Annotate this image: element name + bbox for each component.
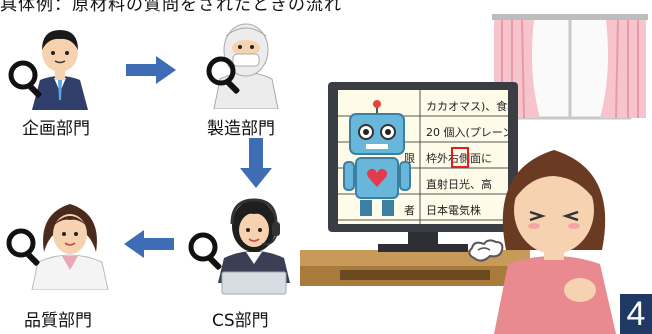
tv-stand: [300, 250, 530, 286]
window-icon: [492, 14, 648, 120]
arrow-right-icon: [126, 56, 176, 84]
slide-title: 具体例：原材料の質問をされたときの流れ: [0, 0, 342, 12]
highlight-box: [451, 147, 469, 168]
arrow-down-icon: [240, 138, 272, 188]
magnifier-icon: [8, 60, 42, 98]
doc-row-3-left: 限: [404, 152, 415, 165]
cs-dept-label: CS部門: [212, 311, 269, 331]
doc-row-4-right: 直射日光、高: [426, 178, 492, 191]
doc-row-3-right: 枠外右側面に: [426, 152, 492, 165]
doc-row-1-right: カカオマス)、食塩: [426, 100, 508, 113]
doc-row-5-right: 日本電気株: [426, 204, 481, 217]
arrow-left-icon: [124, 230, 174, 258]
page-number: 4: [620, 294, 652, 334]
cs-person-illustration: [218, 198, 290, 295]
sighing-woman-illustration: [494, 150, 616, 334]
robot-icon: [343, 100, 411, 216]
quality-dept-label: 品質部門: [24, 311, 92, 331]
planning-person-illustration: [32, 30, 88, 110]
magnifier-icon: [6, 228, 40, 266]
planning-dept-label: 企画部門: [22, 119, 90, 139]
magnifier-icon: [206, 56, 240, 94]
doc-row-5-left: 者: [404, 204, 415, 217]
sigh-icon: [468, 239, 504, 262]
magnifier-icon: [188, 232, 222, 270]
heart-icon: [367, 168, 387, 187]
doc-row-2-right: 20 個入(プレーン: [426, 126, 508, 139]
manufacturing-dept-label: 製造部門: [207, 119, 275, 139]
quality-person-illustration: [31, 204, 109, 290]
